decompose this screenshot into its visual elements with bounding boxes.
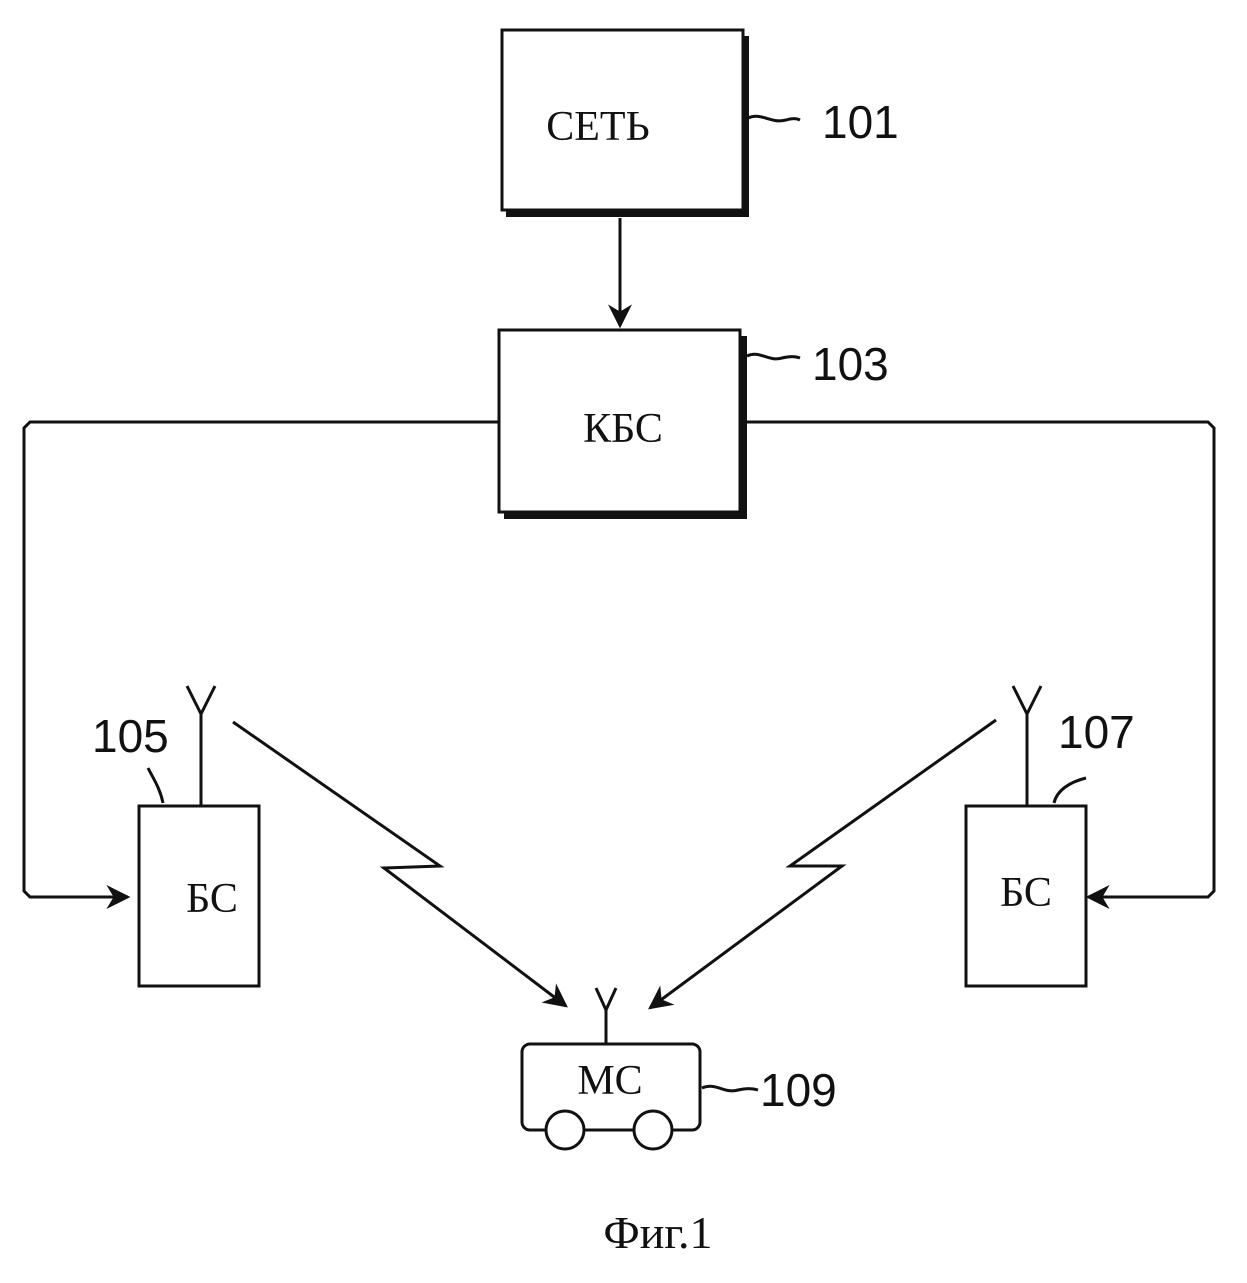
bsc-label: КБС xyxy=(583,406,663,452)
network-label: СЕТЬ xyxy=(546,104,649,150)
bsc-ref: 103 xyxy=(747,338,889,390)
bsc-ref-number: 103 xyxy=(812,338,889,390)
bs-left-node: БС xyxy=(139,806,259,986)
ms-antenna-icon xyxy=(596,988,616,1044)
bs-right-label: БС xyxy=(1000,870,1052,916)
bs-right-antenna-icon xyxy=(1013,686,1041,806)
bs-left-antenna-icon xyxy=(187,686,215,806)
ms-node: МС xyxy=(522,1044,700,1130)
ms-ref-number: 109 xyxy=(760,1064,837,1116)
bs-left-ref: 105 xyxy=(92,710,169,803)
ms-ref: 109 xyxy=(702,1064,837,1116)
edge-wireless-bs-left-to-ms xyxy=(233,722,566,1006)
bs-right-node: БС xyxy=(966,806,1086,986)
edge-wireless-bs-right-to-ms xyxy=(650,720,996,1008)
ms-label: МС xyxy=(577,1058,642,1104)
bs-left-label: БС xyxy=(186,876,238,922)
bsc-node: КБС xyxy=(499,330,747,519)
network-ref: 101 xyxy=(748,96,899,148)
figure-caption: Фиг.1 xyxy=(603,1207,712,1258)
bs-right-ref-number: 107 xyxy=(1058,706,1135,758)
network-node: СЕТЬ xyxy=(502,30,749,217)
network-ref-number: 101 xyxy=(822,96,899,148)
bs-left-ref-number: 105 xyxy=(92,710,169,762)
edge-bsc-to-bs-left xyxy=(24,422,499,897)
bs-right-ref: 107 xyxy=(1054,706,1135,803)
